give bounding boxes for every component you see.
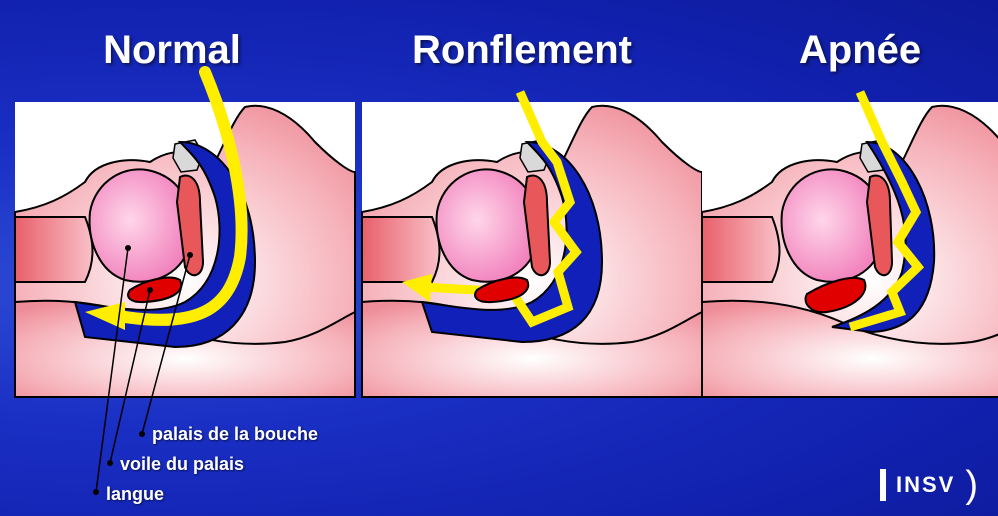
label-voile-du-palais: voile du palais	[120, 454, 244, 475]
insv-logo: INSV )	[880, 466, 980, 504]
panel-apnee	[702, 92, 998, 397]
panel-normal	[15, 72, 355, 397]
label-palais-de-la-bouche: palais de la bouche	[152, 424, 318, 445]
panel-ronflement	[362, 92, 702, 397]
logo-bar	[880, 469, 886, 501]
logo-paren-icon: )	[965, 466, 980, 504]
label-langue: langue	[106, 484, 164, 505]
logo-text: INSV	[896, 472, 955, 498]
